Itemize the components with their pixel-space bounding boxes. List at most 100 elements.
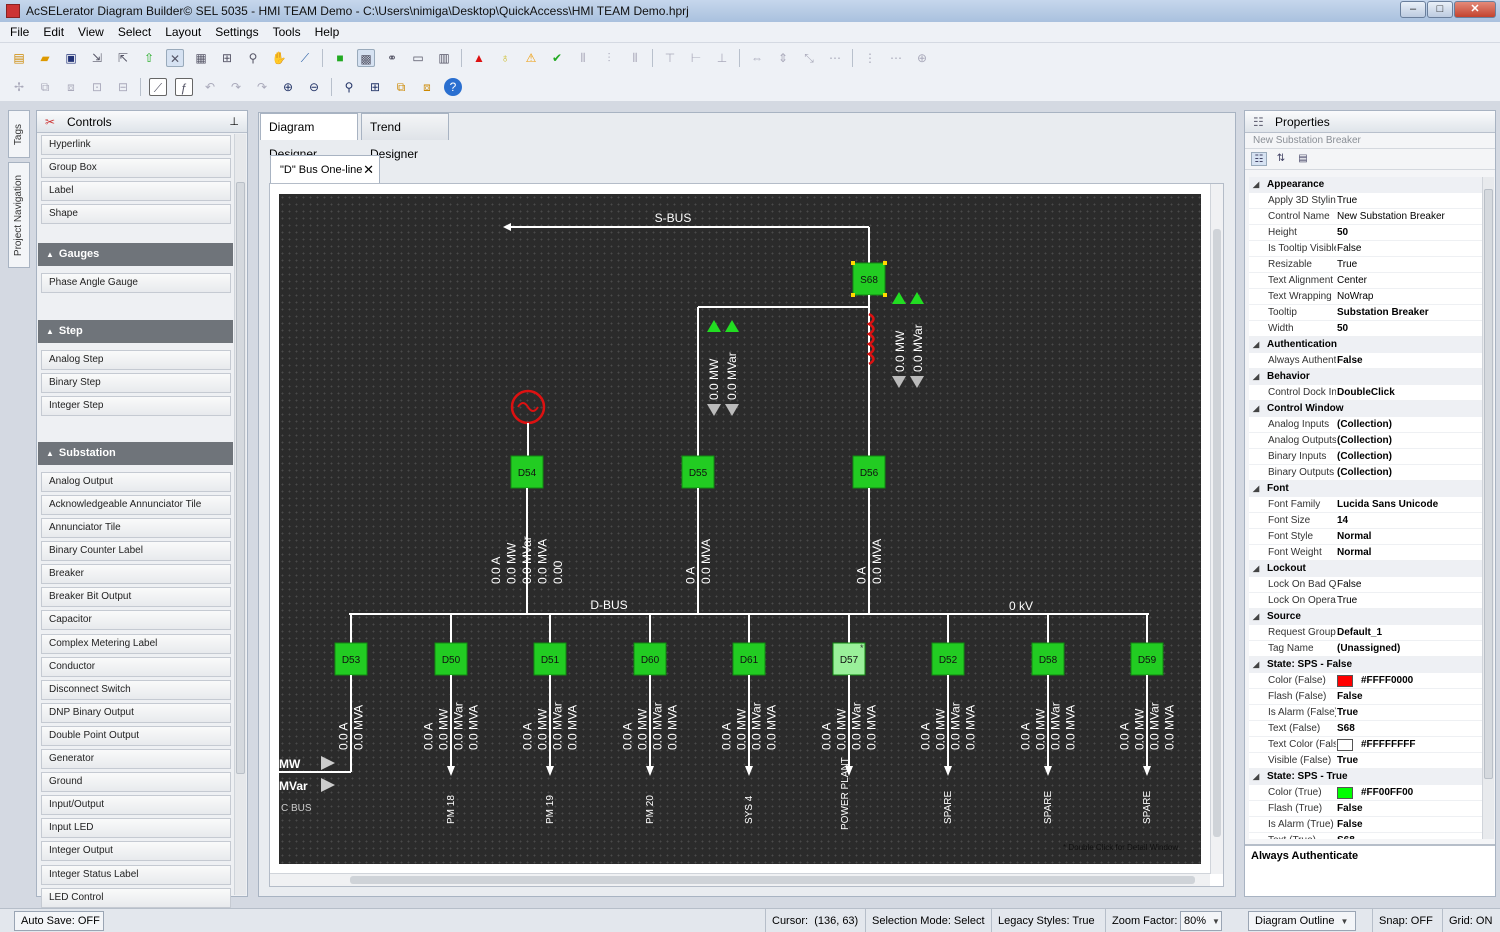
menu-view[interactable]: View	[78, 25, 104, 39]
property-value[interactable]: S68	[1337, 723, 1355, 734]
pin-icon[interactable]: ⊥	[229, 116, 239, 128]
property-value[interactable]: (Collection)	[1337, 419, 1392, 430]
save-icon[interactable]: ▣	[65, 50, 77, 65]
control-item[interactable]: Capacitor	[41, 610, 231, 631]
control-item[interactable]: Integer Output	[41, 841, 231, 862]
control-item[interactable]: Input/Output	[41, 795, 231, 816]
control-item[interactable]: Complex Metering Label	[41, 633, 231, 654]
insert-image-icon[interactable]: ■	[336, 50, 344, 65]
property-value[interactable]: False	[1337, 579, 1362, 590]
align-right-icon[interactable]: ⫴	[632, 50, 638, 65]
property-category[interactable]: ◢Source	[1249, 609, 1482, 625]
align-bottom-icon[interactable]: ⊥	[716, 50, 728, 65]
control-item[interactable]: Breaker	[41, 564, 231, 585]
property-value[interactable]: 50	[1337, 323, 1349, 334]
control-item[interactable]: Breaker Bit Output	[41, 587, 231, 608]
group-icon[interactable]: ⊡	[91, 79, 103, 94]
distribute-h-icon[interactable]: ⋯	[890, 50, 902, 65]
sort-alpha-icon[interactable]: ⇅	[1276, 153, 1286, 164]
draw-line-icon[interactable]: ⟋	[300, 50, 310, 65]
property-value[interactable]: (Collection)	[1337, 467, 1392, 478]
project-navigation-tab[interactable]: Project Navigation	[8, 162, 30, 268]
property-value[interactable]: Lucida Sans Unicode	[1337, 499, 1439, 510]
control-item[interactable]: DNP Binary Output	[41, 702, 231, 723]
property-value[interactable]: False	[1337, 243, 1362, 254]
property-value[interactable]: NoWrap	[1337, 291, 1374, 302]
menu-layout[interactable]: Layout	[165, 25, 202, 39]
property-row[interactable]: Lock On OperatorTrue	[1249, 593, 1482, 609]
property-category[interactable]: ◢State: SPS - True	[1249, 769, 1482, 785]
group-header-substation[interactable]: ▲Substation	[38, 441, 233, 465]
group-header-gauges[interactable]: ▲Gauges	[38, 243, 233, 267]
property-value[interactable]: True	[1337, 595, 1358, 606]
property-row[interactable]: Flash (False)False	[1249, 689, 1482, 705]
pan-hand-icon[interactable]: ✋	[271, 50, 287, 65]
tree-icon[interactable]: ⊞	[221, 50, 233, 65]
align-left-icon[interactable]: ⫴	[580, 50, 586, 65]
close-document-icon[interactable]: ✕	[363, 162, 374, 177]
zoom-factor-select[interactable]: 80%▼	[1180, 911, 1222, 931]
property-value[interactable]: (Collection)	[1337, 451, 1392, 462]
zoom-in-icon[interactable]: ⊕	[282, 79, 294, 94]
controls-scrollbar[interactable]	[234, 134, 246, 895]
property-row[interactable]: Analog Inputs(Collection)	[1249, 417, 1482, 433]
menu-settings[interactable]: Settings	[215, 25, 259, 39]
property-value[interactable]: False	[1337, 691, 1363, 702]
binoculars-icon[interactable]: ⚭	[386, 50, 398, 65]
control-item[interactable]: Ground	[41, 772, 231, 793]
caution-icon[interactable]: ⚠	[525, 50, 537, 65]
export-icon[interactable]: ⇲	[91, 50, 103, 65]
property-row[interactable]: Visible (False)True	[1249, 753, 1482, 769]
property-row[interactable]: Text (True)S68	[1249, 833, 1482, 839]
menu-edit[interactable]: Edit	[43, 25, 65, 39]
properties-scrollbar[interactable]	[1482, 177, 1494, 839]
copy-style-icon[interactable]: ⧉	[396, 79, 406, 94]
align-top-icon[interactable]: ⊤	[664, 50, 676, 65]
control-item[interactable]: Shape	[41, 204, 231, 225]
control-item[interactable]: Input LED	[41, 818, 231, 839]
control-item[interactable]: Label	[41, 181, 231, 202]
view-mode-select[interactable]: Diagram Outline▼	[1248, 911, 1356, 931]
grid-toggle-icon[interactable]: ▩	[357, 48, 375, 67]
function-icon[interactable]: ƒ	[175, 77, 193, 96]
property-value[interactable]: #FFFFFFFF	[1336, 738, 1482, 751]
center-icon[interactable]: ⊕	[916, 50, 928, 65]
control-item[interactable]: Integer Status Label	[41, 864, 231, 885]
menu-help[interactable]: Help	[314, 25, 340, 39]
undo-icon[interactable]: ↶	[204, 79, 216, 94]
zoom-select-icon[interactable]: ⊞	[369, 79, 381, 94]
control-item[interactable]: LED Control	[41, 887, 231, 908]
control-item[interactable]: Analog Output	[41, 471, 231, 492]
tab-trend-designer[interactable]: Trend Designer	[361, 113, 449, 161]
control-item[interactable]: Hyperlink	[41, 135, 231, 155]
property-value[interactable]: False	[1337, 819, 1363, 830]
property-value[interactable]: #FF00FF00	[1336, 786, 1482, 799]
property-category[interactable]: ◢Authentication	[1249, 337, 1482, 353]
property-row[interactable]: Lock On Bad QualiFalse	[1249, 577, 1482, 593]
property-value[interactable]: 14	[1337, 515, 1349, 526]
redo-icon[interactable]: ↷	[256, 79, 268, 94]
redo-back-icon[interactable]: ↷	[230, 79, 242, 94]
open-folder-icon[interactable]: ▰	[40, 50, 50, 65]
control-item[interactable]: Generator	[41, 749, 231, 769]
zoom-fit-icon[interactable]: ⚲	[344, 79, 354, 94]
property-row[interactable]: Binary Inputs(Collection)	[1249, 449, 1482, 465]
tab-diagram-designer[interactable]: Diagram Designer	[260, 113, 358, 161]
import-icon[interactable]: ⇱	[117, 50, 129, 65]
distribute-v-icon[interactable]: ⋮	[864, 50, 876, 65]
property-row[interactable]: Binary Outputs(Collection)	[1249, 465, 1482, 481]
property-value[interactable]: False	[1337, 355, 1363, 366]
control-item[interactable]: Binary Step	[41, 372, 231, 393]
same-height-icon[interactable]: ⇕	[777, 50, 789, 65]
bring-front-icon[interactable]: ⧉	[40, 79, 50, 94]
validate-check-icon[interactable]: ✔	[551, 50, 563, 65]
